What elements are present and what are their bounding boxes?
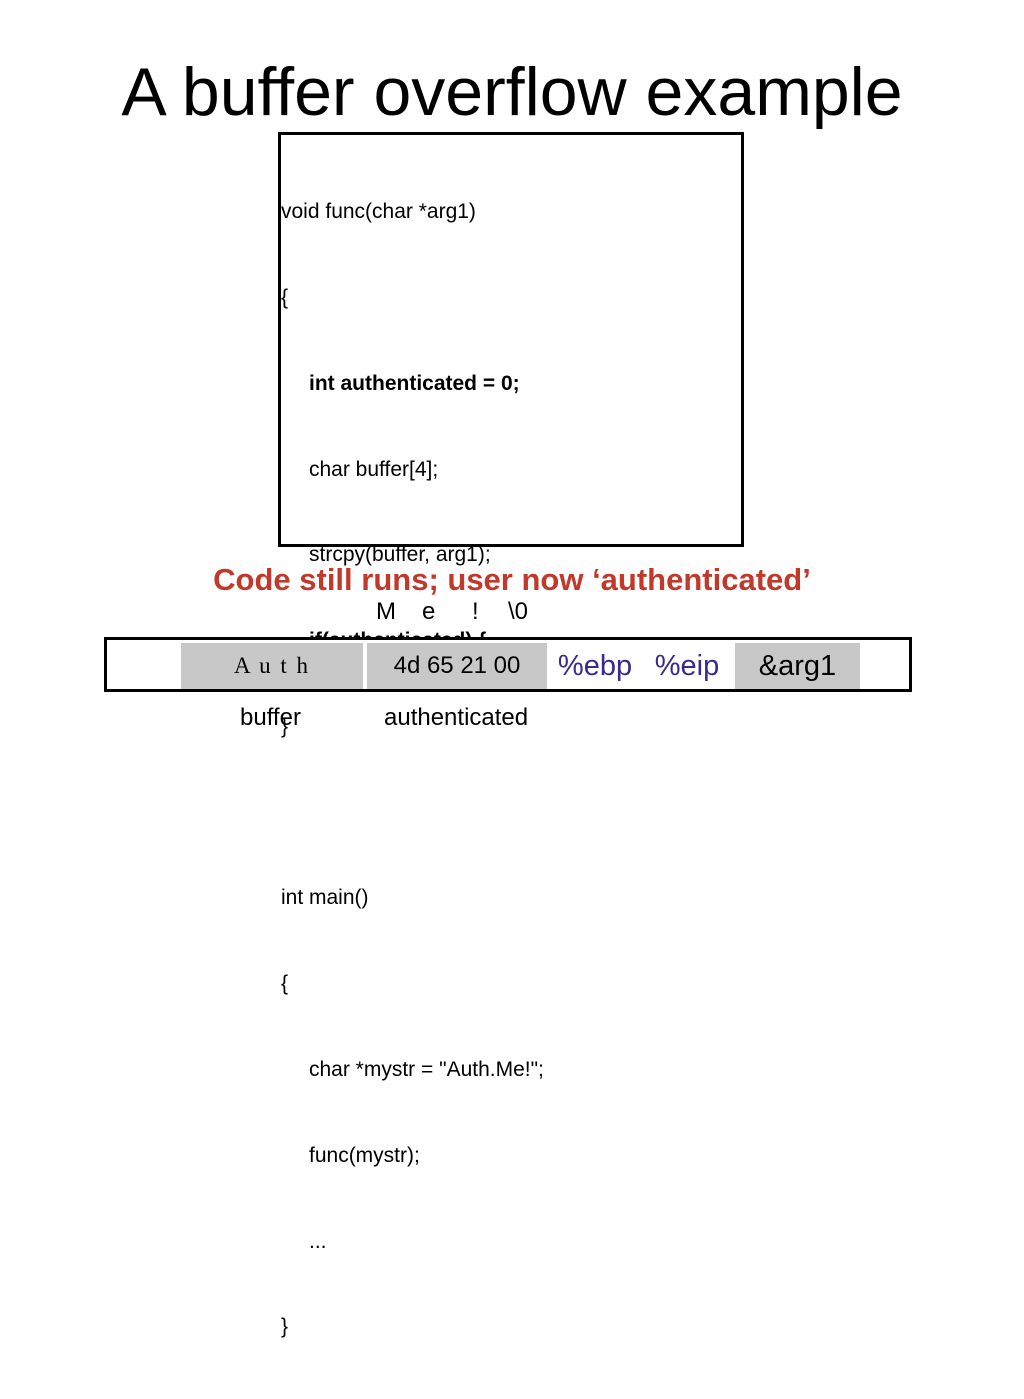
buffer-cell: A u t h	[181, 643, 363, 689]
eip-cell: %eip	[654, 649, 720, 682]
code-line: int authenticated = 0;	[309, 371, 520, 395]
code-box: void func(char *arg1) { int authenticate…	[278, 132, 744, 1338]
code-line: }	[281, 714, 289, 738]
code-line: {	[281, 972, 289, 996]
overflow-byte: M	[376, 598, 396, 625]
overflow-byte: \0	[508, 598, 529, 625]
slide-title: A buffer overflow example	[121, 54, 903, 130]
code-line: func(mystr);	[309, 1143, 420, 1167]
code-line: strcpy(buffer, arg1);	[309, 543, 491, 567]
code-line: {	[281, 285, 289, 309]
arg1-cell: &arg1	[735, 643, 860, 689]
stack-memory-row: A u t h 4d 65 21 00 %ebp %eip &arg1	[104, 637, 912, 692]
authenticated-label: authenticated	[384, 704, 529, 731]
slide-subtitle: Code still runs; user now ‘authenticated…	[213, 562, 811, 597]
code-line: }	[281, 1315, 289, 1339]
code-line: void func(char *arg1)	[281, 200, 476, 224]
code-line: char buffer[4];	[309, 457, 439, 481]
buffer-label: buffer	[240, 704, 301, 731]
overflow-byte: e	[422, 598, 436, 625]
code-line: int main()	[281, 886, 369, 910]
code-line	[281, 799, 544, 828]
code-listing: void func(char *arg1) { int authenticate…	[281, 141, 544, 1399]
code-line: ...	[309, 1229, 327, 1253]
authenticated-cell: 4d 65 21 00	[367, 643, 547, 689]
code-line: char *mystr = "Auth.Me!";	[309, 1058, 544, 1081]
ebp-cell: %ebp	[557, 649, 633, 682]
overflow-byte: !	[472, 598, 479, 625]
